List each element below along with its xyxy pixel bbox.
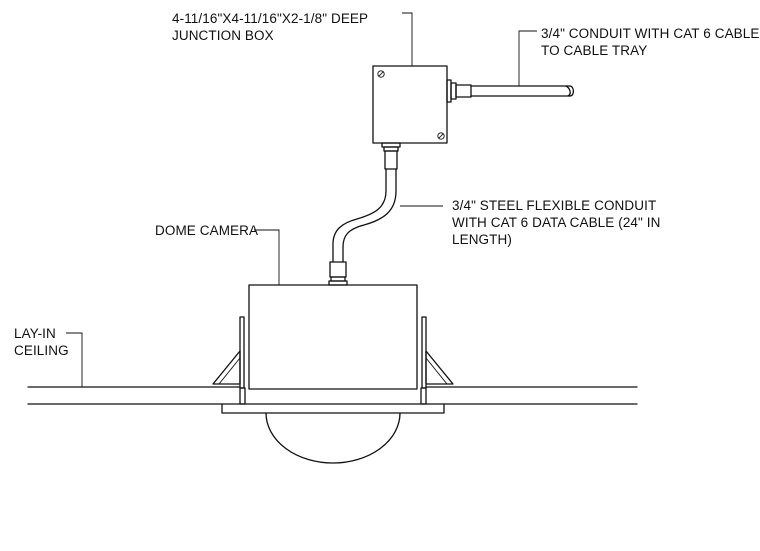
flex-conduit-label: 3/4" STEEL FLEXIBLE CONDUIT WITH CAT 6 D…	[452, 197, 661, 248]
dome-camera	[212, 284, 454, 464]
flex-conduit-label-line-1: 3/4" STEEL FLEXIBLE CONDUIT	[452, 198, 657, 213]
conduit-label-line-2: TO CABLE TRAY	[541, 43, 648, 58]
junction-box-label: 4-11/16"X4-11/16"X2-1/8" DEEP JUNCTION B…	[172, 10, 368, 44]
leader-lines	[66, 12, 537, 387]
junction-box	[372, 65, 448, 144]
junction-box-label-line-2: JUNCTION BOX	[172, 28, 274, 43]
conduit-label-line-1: 3/4" CONDUIT WITH CAT 6 CABLE	[541, 26, 760, 41]
ceiling-label-line-1: LAY-IN	[14, 326, 56, 341]
dome-camera-label: DOME CAMERA	[155, 222, 258, 239]
ceiling-label-line-2: CEILING	[14, 343, 69, 358]
ceiling-label: LAY-IN CEILING	[14, 325, 69, 359]
dome-camera-label-line-1: DOME CAMERA	[155, 223, 259, 238]
flexible-conduit	[328, 142, 401, 286]
lay-in-ceiling	[27, 386, 638, 405]
flex-conduit-label-line-3: LENGTH)	[452, 232, 512, 247]
conduit-label: 3/4" CONDUIT WITH CAT 6 CABLE TO CABLE T…	[541, 25, 760, 59]
rigid-conduit	[446, 79, 575, 103]
junction-box-label-line-1: 4-11/16"X4-11/16"X2-1/8" DEEP	[172, 11, 369, 26]
flex-conduit-label-line-2: WITH CAT 6 DATA CABLE (24" IN	[452, 215, 661, 230]
